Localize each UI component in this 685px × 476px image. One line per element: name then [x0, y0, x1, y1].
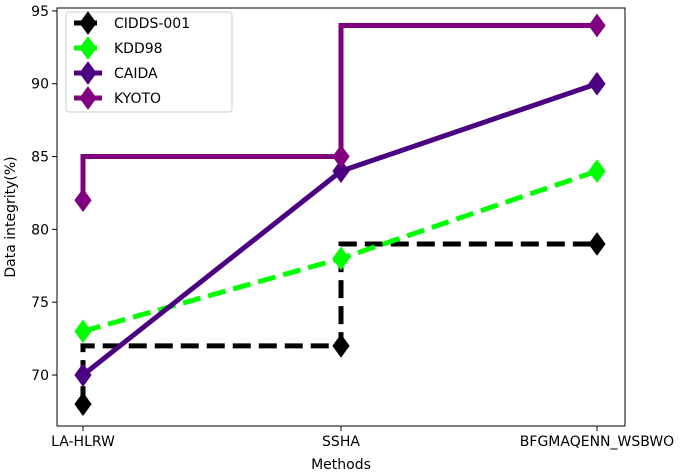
x-tick-label: BFGMAQENN_WSBWO	[520, 434, 674, 450]
data-point-kyoto	[74, 188, 92, 213]
legend-label-caida: CAIDA	[114, 66, 158, 82]
y-tick-label: 95	[31, 4, 49, 20]
data-point-caida	[332, 159, 350, 183]
plot-layer	[74, 13, 606, 417]
data-point-kyoto	[332, 144, 350, 169]
legend-box	[65, 11, 233, 113]
data-point-kdd98	[588, 159, 606, 183]
y-axis-label: Data integrity(%)	[3, 156, 19, 277]
y-tick-label: 80	[31, 222, 49, 238]
x-tick-label: LA-HLRW	[51, 434, 115, 450]
legend-marker-caida	[79, 61, 97, 85]
y-tick-label: 85	[31, 150, 49, 166]
data-point-caida	[588, 71, 606, 96]
data-point-caida	[74, 363, 92, 387]
data-point-kyoto	[588, 13, 606, 38]
x-axis-label: Methods	[311, 457, 371, 472]
legend-label-cidds-001: CIDDS-001	[114, 16, 190, 32]
data-point-cidds-001	[588, 232, 606, 256]
data-point-kdd98	[332, 246, 350, 271]
legend-label-kyoto: KYOTO	[114, 91, 161, 107]
data-point-kdd98	[74, 319, 92, 344]
x-tick-label: SSHA	[322, 434, 360, 450]
legend-marker-kdd98	[79, 36, 97, 60]
data-point-cidds-001	[332, 334, 350, 358]
legend-marker-kyoto	[79, 86, 97, 110]
y-tick-label: 75	[31, 295, 49, 311]
data-point-cidds-001	[74, 392, 92, 417]
legend-marker-cidds-001	[79, 11, 97, 35]
y-tick-label: 90	[31, 77, 49, 93]
legend-label-kdd98: KDD98	[114, 41, 163, 57]
y-tick-label: 70	[31, 368, 49, 384]
